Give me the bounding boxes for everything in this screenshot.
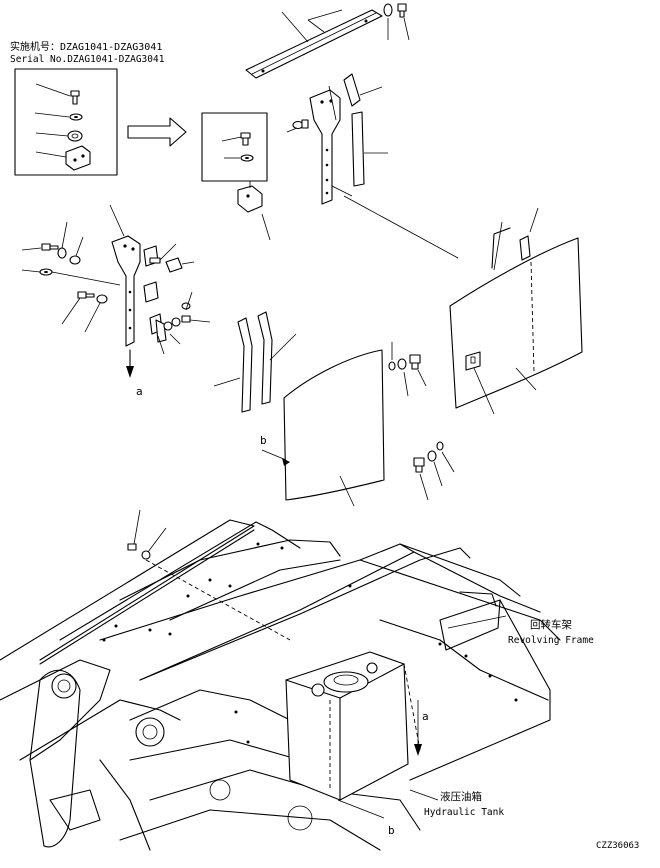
right-cover-panel bbox=[449, 207, 583, 415]
replacement-arrow bbox=[127, 117, 187, 147]
callout-b-lower: b bbox=[388, 824, 395, 837]
revolving-frame bbox=[0, 519, 561, 851]
left-fastener-set bbox=[21, 221, 211, 355]
frame-bolt-set bbox=[127, 509, 291, 641]
revolving-frame-label-cn: 回转车架 bbox=[530, 618, 572, 631]
serial-note-cn: 实施机号：DZAG1041-DZAG3041 bbox=[10, 40, 162, 53]
callout-a-lower: a bbox=[422, 710, 429, 723]
detail-box-old bbox=[14, 68, 118, 176]
drawing-number: CZZ36063 bbox=[596, 841, 639, 851]
hydraulic-tank-label-en: Hydraulic Tank bbox=[424, 807, 504, 818]
upper-seal-strips bbox=[343, 73, 459, 259]
serial-note-en: Serial No.DZAG1041-DZAG3041 bbox=[10, 54, 165, 65]
middle-seal-strips bbox=[213, 311, 297, 413]
callout-b-upper: b bbox=[260, 434, 267, 447]
top-cross-bar bbox=[245, 9, 383, 79]
upper-support-post bbox=[286, 85, 353, 205]
hydraulic-tank-label-cn: 液压油箱 bbox=[440, 790, 482, 803]
hydraulic-tank bbox=[285, 651, 422, 819]
detail-box-new bbox=[201, 112, 271, 241]
hydraulic-tank-leader bbox=[409, 789, 439, 801]
panel-fastener-set bbox=[388, 342, 455, 501]
left-support-post bbox=[109, 204, 167, 378]
callout-a-upper: a bbox=[136, 385, 143, 398]
frame-holes bbox=[102, 542, 518, 744]
revolving-frame-leader bbox=[447, 615, 507, 629]
revolving-frame-label-en: Revolving Frame bbox=[508, 635, 594, 646]
top-bolt-set bbox=[383, 3, 410, 41]
front-cover-panel bbox=[261, 349, 385, 507]
